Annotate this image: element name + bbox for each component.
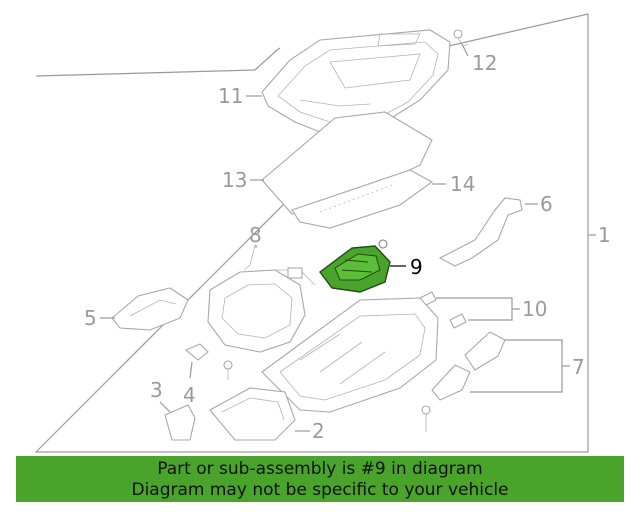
callout-1: 1: [598, 223, 611, 247]
callout-7: 7: [572, 355, 585, 379]
callout-12: 12: [472, 51, 497, 75]
callout-8: 8: [249, 223, 262, 247]
parts-diagram: 1 2 3 4 5 6 7 8 9 10 11 12 13 14: [34, 13, 611, 453]
callout-2: 2: [312, 419, 325, 443]
callout-13: 13: [222, 168, 247, 192]
callout-4: 4: [183, 383, 196, 407]
part-14-seal: [291, 169, 434, 229]
leader-7: [470, 339, 570, 393]
part-5-plate: [111, 287, 189, 331]
callout-14: 14: [450, 172, 475, 196]
banner-line-disclaimer: Diagram may not be specific to your vehi…: [131, 480, 509, 500]
leader-12: [461, 43, 469, 57]
part-9-highlighted-board: [319, 239, 391, 293]
callout-6: 6: [540, 192, 553, 216]
callout-10: 10: [522, 297, 547, 321]
part-4-bracket: [184, 343, 209, 361]
callout-3: 3: [150, 378, 163, 402]
part-2-base-assembly: [209, 297, 439, 441]
part-7-busbars: [421, 331, 506, 432]
leader-10: [436, 297, 520, 321]
part-11-cover: [261, 29, 451, 133]
callout-11: 11: [218, 84, 243, 108]
callout-9: 9: [410, 255, 423, 279]
part-8-harness: [207, 244, 316, 353]
callout-5: 5: [84, 306, 97, 330]
part-3-bracket: [164, 404, 196, 441]
part-6-bracket: [438, 197, 523, 267]
info-banner: Part or sub-assembly is #9 in diagram Di…: [16, 456, 624, 502]
screw: [223, 360, 233, 380]
banner-line-part: Part or sub-assembly is #9 in diagram: [157, 459, 483, 479]
leader-4: [189, 361, 193, 379]
leader-3: [159, 401, 171, 413]
